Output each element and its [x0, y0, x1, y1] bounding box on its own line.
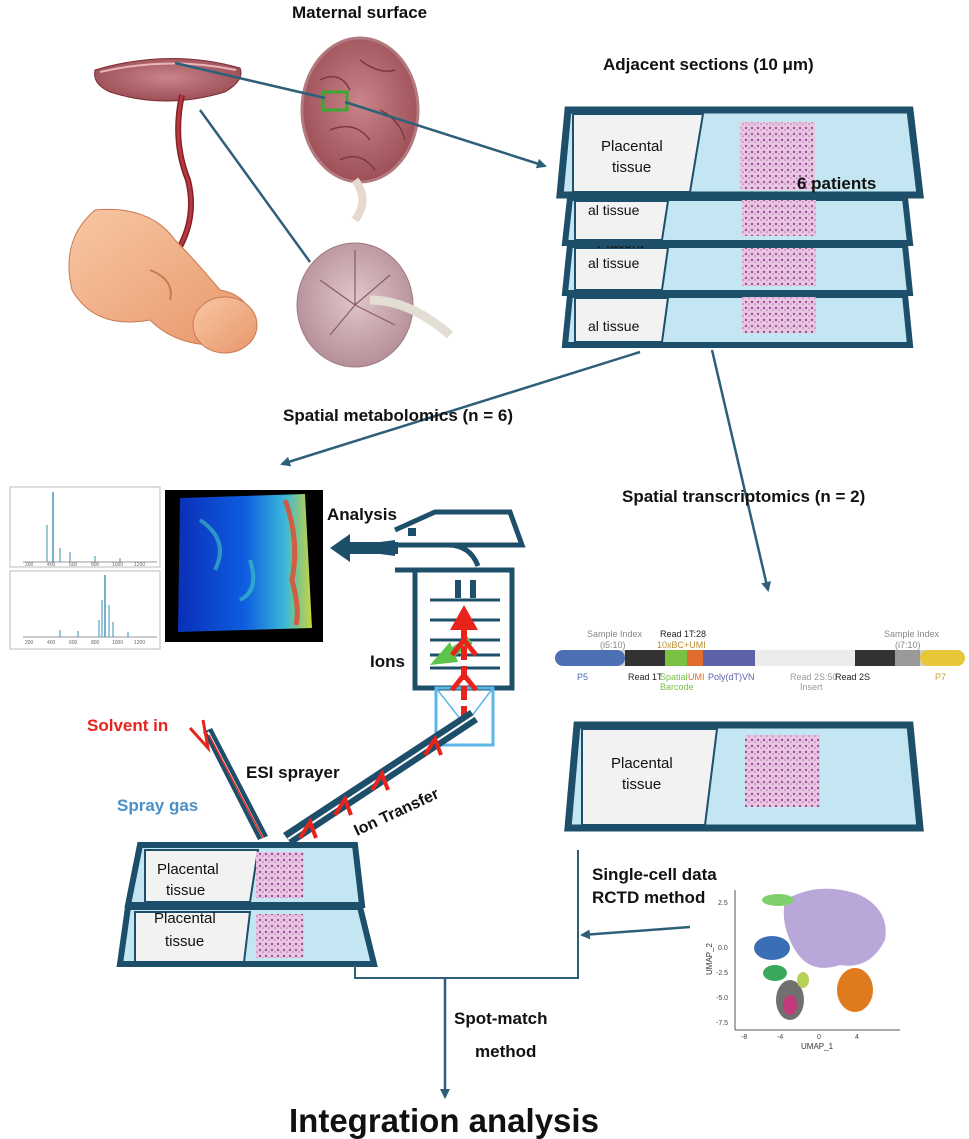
- slide-label-tissue: tissue: [612, 159, 651, 176]
- he-stain-image: [739, 121, 816, 191]
- fetal-surface-disc: [296, 242, 453, 368]
- svg-text:Poly(dT)VN: Poly(dT)VN: [708, 672, 755, 682]
- svg-text:200: 200: [25, 562, 34, 568]
- maternal-surface-disc: [300, 36, 420, 223]
- umap-ylabel: UMAP_2: [705, 942, 714, 975]
- six-patients-label: 6 patients: [797, 174, 876, 193]
- integration-analysis-title: Integration analysis: [289, 1102, 599, 1139]
- umap-xlabel: UMAP_1: [801, 1042, 834, 1051]
- spatial-metabolomics-label: Spatial metabolomics (n = 6): [283, 406, 513, 425]
- svg-text:1000: 1000: [112, 562, 123, 568]
- svg-text:0: 0: [817, 1034, 821, 1041]
- ion-image-heatmap: [165, 490, 323, 642]
- esi-sprayer: [203, 728, 268, 840]
- single-cell-label: Single-cell data: [592, 865, 717, 884]
- svg-text:UMI: UMI: [688, 672, 705, 682]
- svg-text:-5.0: -5.0: [716, 995, 728, 1002]
- svg-text:P7: P7: [935, 672, 946, 682]
- umap-ticks: -8 -4 0 4 2.5 0.0 -2.5 -5.0 -7.5: [716, 900, 859, 1041]
- merge-line: [354, 850, 579, 979]
- svg-text:600: 600: [69, 640, 78, 646]
- slide-label-tissue: tissue: [166, 882, 205, 899]
- spectrum-bottom-ticks: 200 400 600 800 1000 1200: [25, 640, 145, 646]
- solvent-in-label: Solvent in: [87, 716, 168, 735]
- svg-text:800: 800: [91, 562, 100, 568]
- maternal-surface-label: Maternal surface: [292, 3, 427, 22]
- sequence-labels: Sample Index (i5:10) Read 1T:28 10xBC+UM…: [577, 629, 946, 692]
- ions-label: Ions: [370, 652, 405, 671]
- spot-match-label: Spot-match: [454, 1009, 548, 1028]
- svg-text:Barcode: Barcode: [660, 682, 694, 692]
- svg-text:800: 800: [91, 640, 100, 646]
- slide-stack: al tissue Placent al tissue al tissue Pl…: [556, 106, 924, 348]
- metabolomics-slides: Placental tissue Placental tissue: [116, 842, 378, 967]
- svg-text:10xBC+UMI: 10xBC+UMI: [657, 640, 706, 650]
- connector-line: [198, 109, 312, 263]
- slide-label-placental: Placental: [611, 755, 673, 772]
- svg-text:Read 1T: Read 1T: [628, 672, 663, 682]
- metabolomics-arrow: [280, 350, 641, 467]
- mass-spectrometer: [393, 509, 526, 691]
- umap-plot: [734, 888, 900, 1031]
- svg-text:400: 400: [47, 562, 56, 568]
- svg-text:-8: -8: [741, 1034, 747, 1041]
- svg-text:0.0: 0.0: [718, 945, 728, 952]
- svg-text:Read 1T:28: Read 1T:28: [660, 629, 706, 639]
- transcriptomics-slide: Placental tissue: [564, 721, 924, 832]
- solvent-in-arrow: [188, 719, 211, 753]
- mass-spectrum-top: [9, 486, 161, 568]
- library-construct: [555, 650, 965, 666]
- slide-label-placental: Placental: [601, 138, 663, 155]
- svg-text:-2.5: -2.5: [716, 970, 728, 977]
- roi-box: [321, 90, 349, 112]
- svg-text:-4: -4: [777, 1034, 783, 1041]
- svg-text:Spatial: Spatial: [660, 672, 688, 682]
- svg-text:(i7:10): (i7:10): [895, 640, 921, 650]
- svg-text:1000: 1000: [112, 640, 123, 646]
- slide-label-tissue: tissue: [622, 776, 661, 793]
- svg-text:P5: P5: [577, 672, 588, 682]
- svg-text:Insert: Insert: [800, 682, 823, 692]
- svg-text:2.5: 2.5: [718, 900, 728, 907]
- slide-label: al tissue: [588, 318, 640, 334]
- spectrum-top-ticks: 200 400 600 800 1000 1200: [25, 562, 145, 568]
- esi-sprayer-label: ESI sprayer: [246, 763, 340, 782]
- adjacent-sections-label: Adjacent sections (10 μm): [603, 55, 814, 74]
- spot-match-method-label: method: [475, 1042, 536, 1061]
- spray-gas-label: Spray gas: [117, 796, 198, 815]
- fetus-illustration: [68, 208, 258, 354]
- ion-transfer-tube: [283, 710, 478, 845]
- svg-text:200: 200: [25, 640, 34, 646]
- svg-text:1200: 1200: [134, 562, 145, 568]
- slide-label-placental: Placental: [157, 861, 219, 878]
- rctd-label: RCTD method: [592, 888, 705, 907]
- rctd-arrow: [580, 925, 691, 940]
- slide-label-tissue: tissue: [165, 933, 204, 950]
- svg-text:Read 2S:50: Read 2S:50: [790, 672, 838, 682]
- mass-spectrum-bottom: [9, 570, 161, 650]
- svg-text:Sample Index: Sample Index: [587, 629, 643, 639]
- svg-text:1200: 1200: [134, 640, 145, 646]
- svg-text:(i5:10): (i5:10): [600, 640, 626, 650]
- svg-text:400: 400: [47, 640, 56, 646]
- analysis-label: Analysis: [327, 505, 397, 524]
- svg-text:600: 600: [69, 562, 78, 568]
- slide-label: al tissue: [588, 202, 640, 218]
- spatial-transcriptomics-label: Spatial transcriptomics (n = 2): [622, 487, 865, 506]
- to-sections-arrow: [344, 100, 547, 169]
- slide-label-placental: Placental: [154, 910, 216, 927]
- connector-line: [174, 61, 326, 100]
- svg-text:-7.5: -7.5: [716, 1020, 728, 1027]
- slide-label: al tissue: [588, 255, 640, 271]
- transcriptomics-arrow: [710, 349, 772, 592]
- svg-text:Read 2S: Read 2S: [835, 672, 870, 682]
- analysis-arrow: [330, 534, 350, 562]
- svg-text:4: 4: [855, 1034, 859, 1041]
- svg-text:Sample Index: Sample Index: [884, 629, 940, 639]
